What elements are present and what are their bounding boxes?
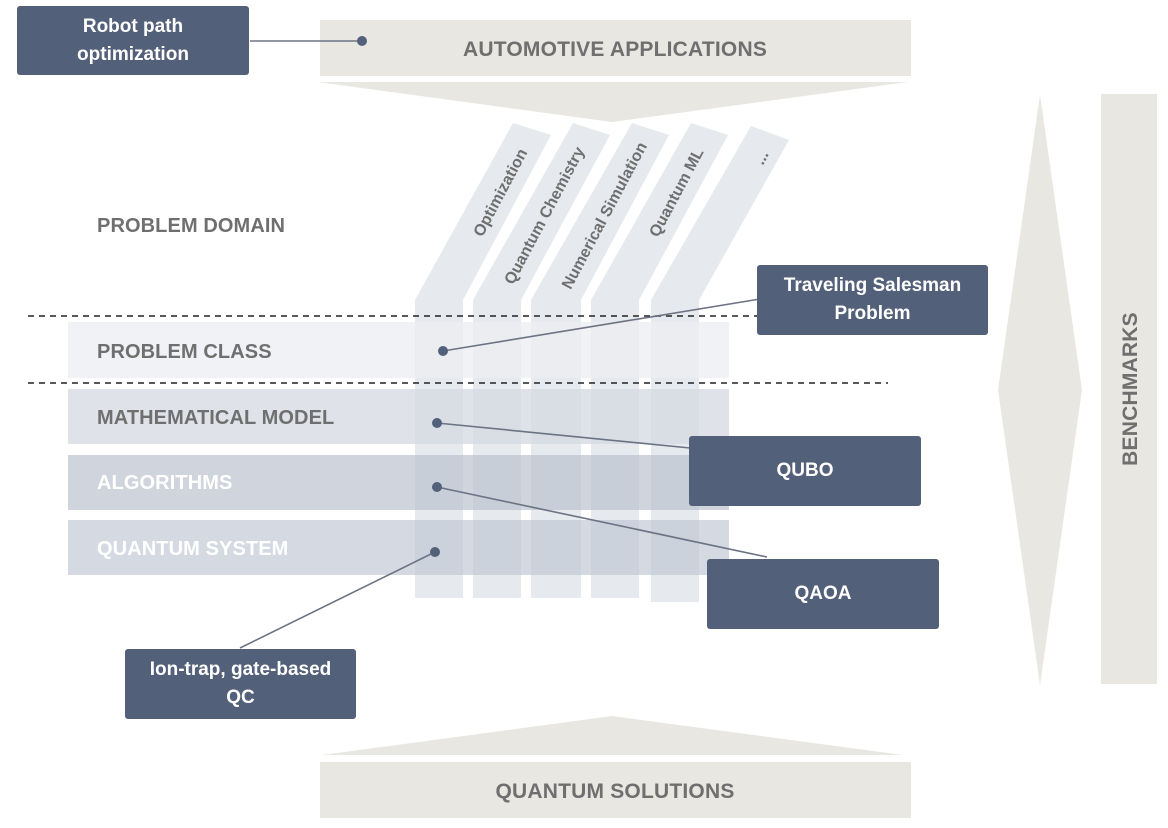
connector-dots: [357, 36, 448, 557]
callout-traveling-salesman-label: Traveling Salesman Problem: [783, 275, 962, 324]
benchmarks-banner: [1101, 94, 1157, 684]
automotive-applications-banner: [320, 20, 911, 76]
callout-qubo: QUBO: [689, 436, 921, 506]
automotive-applications-label: AUTOMOTIVE APPLICATIONS: [463, 38, 767, 61]
connector-iontrap: [239, 551, 436, 649]
callout-qaoa: QAOA: [707, 559, 939, 629]
quantum-solutions-label: QUANTUM SOLUTIONS: [495, 780, 734, 803]
callout-ion-trap-label: Ion-trap, gate-based QC: [149, 659, 332, 708]
dot-qaoa: [432, 482, 442, 492]
slant-quantum-chemistry: [473, 123, 610, 300]
problem-domain-label: PROBLEM DOMAIN: [97, 215, 285, 237]
mathematical-model-label: MATHEMATICAL MODEL: [97, 407, 334, 429]
callout-traveling-salesman: Traveling Salesman Problem: [757, 265, 988, 335]
slant-more: [651, 126, 789, 300]
bottom-up-arrow: [322, 716, 903, 755]
connector-qaoa: [436, 486, 768, 558]
benchmarks-label: BENCHMARKS: [1119, 312, 1142, 466]
layer-algorithms: [68, 455, 729, 510]
connector-tsp: [442, 298, 761, 352]
domain-slants: [415, 123, 789, 300]
slant-quantum-ml: [591, 123, 728, 300]
callout-robot-path: Robot path optimization: [17, 6, 249, 75]
callout-qubo-label: QUBO: [776, 460, 834, 481]
quantum-system-label: QUANTUM SYSTEM: [97, 538, 288, 560]
callout-robot-path-label: Robot path optimization: [77, 15, 189, 65]
algorithms-label: ALGORITHMS: [97, 472, 232, 494]
slant-numerical-simulation: [531, 123, 669, 300]
connector-qubo: [436, 422, 691, 449]
dot-tsp: [438, 346, 448, 356]
layer-mathematical-model: [68, 389, 729, 444]
benchmarks-double-arrow: [998, 95, 1082, 685]
layer-quantum-system: [68, 520, 729, 575]
layer-problem-class: [68, 322, 729, 378]
problem-class-label: PROBLEM CLASS: [97, 341, 272, 363]
top-down-arrow: [318, 82, 908, 122]
connectors: [239, 40, 768, 649]
quantum-solutions-banner: [320, 762, 911, 818]
callout-qaoa-label: QAOA: [794, 583, 852, 604]
slant-optimization: [415, 123, 551, 300]
dot-qubo: [432, 418, 442, 428]
dot-robot: [357, 36, 367, 46]
dot-iontrap: [430, 547, 440, 557]
callout-ion-trap: Ion-trap, gate-based QC: [125, 649, 356, 719]
